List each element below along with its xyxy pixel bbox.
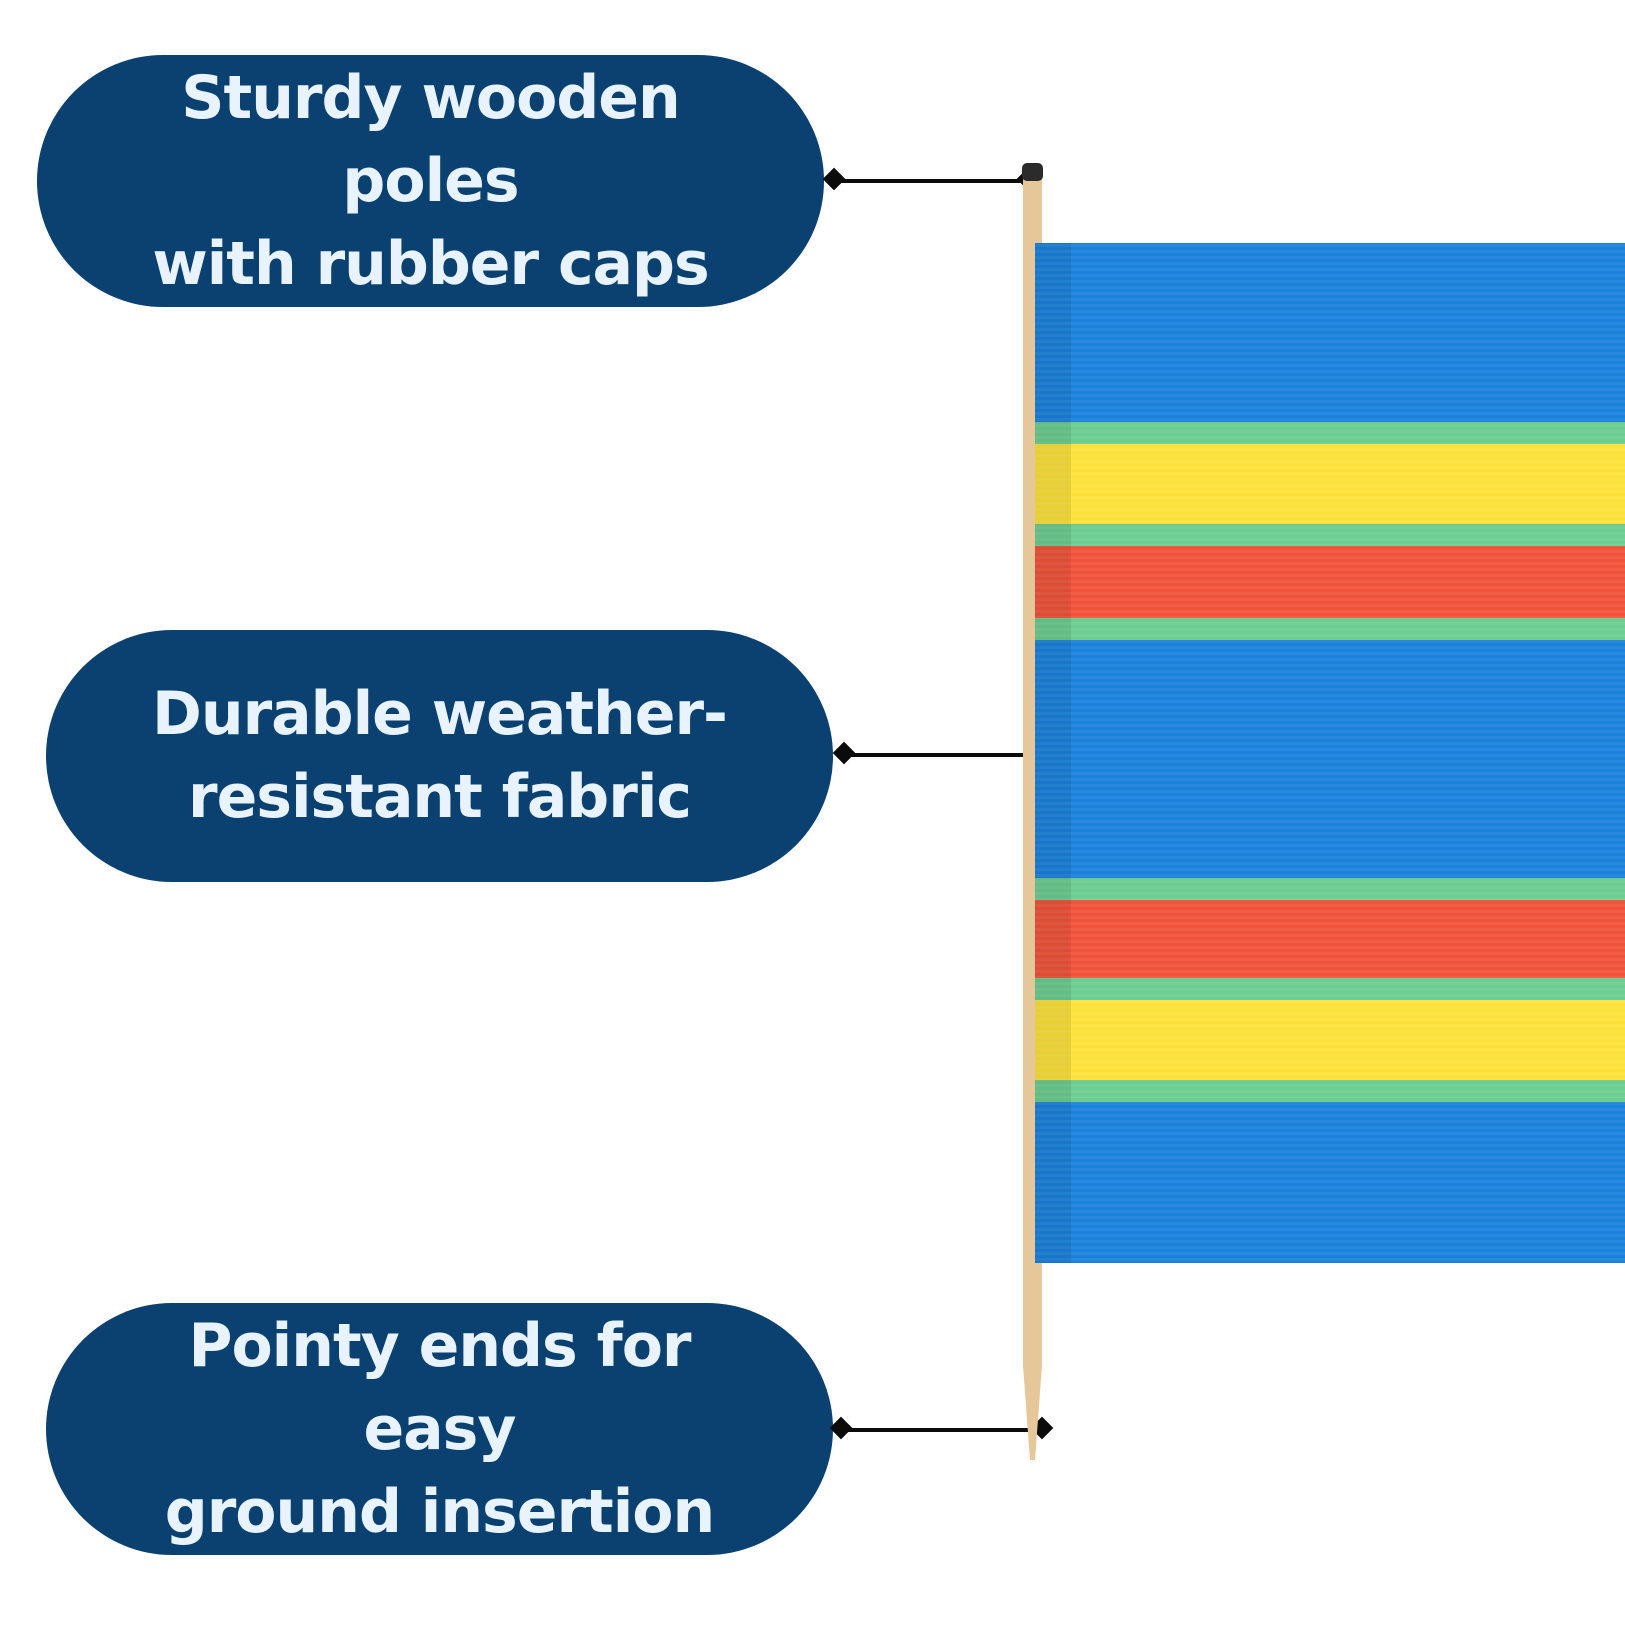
callout-weather-resistant-fabric: Durable weather- resistant fabric <box>46 630 833 882</box>
fabric-panel <box>1035 243 1625 1263</box>
connector-line-poles <box>834 179 1028 183</box>
connector-line-ends <box>841 1428 1042 1432</box>
callout-pointy-ends: Pointy ends for easy ground insertion <box>46 1303 833 1555</box>
callout-fabric-text: Durable weather- resistant fabric <box>152 679 728 832</box>
callout-pointy-ends-text: Pointy ends for easy ground insertion <box>164 1310 716 1547</box>
connector-line-fabric <box>844 753 1104 757</box>
pole-pointed-tip <box>1023 1365 1042 1460</box>
windbreak-panel-image <box>1022 163 1625 1460</box>
callout-wooden-poles-text: Sturdy wooden poles with rubber caps <box>152 62 709 299</box>
callout-wooden-poles: Sturdy wooden poles with rubber caps <box>37 55 824 307</box>
pole-rubber-cap <box>1022 163 1043 181</box>
